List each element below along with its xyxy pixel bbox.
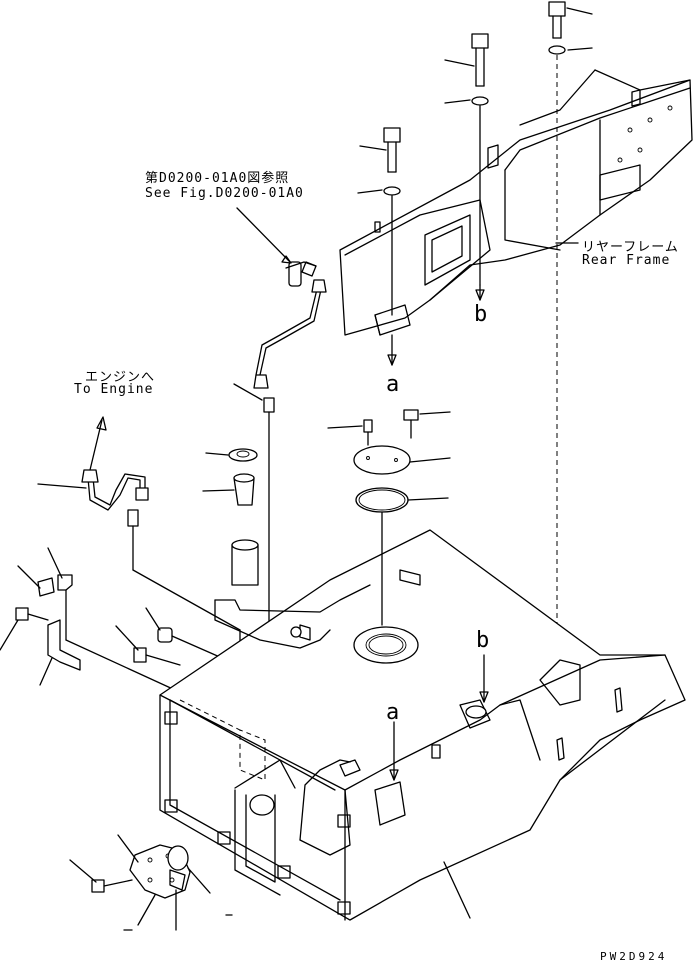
ref-label-b-bottom: b	[476, 628, 490, 653]
frame-bolt-right	[548, 1, 593, 665]
to-engine-label-jp: エンジンへ	[85, 370, 156, 385]
engine-hose	[37, 416, 149, 511]
ref-label-a-bottom: a	[386, 700, 400, 725]
fuel-tank	[159, 529, 686, 921]
drawing-code: PW2D924	[600, 950, 668, 963]
ref-arrow-b-lower	[479, 654, 489, 703]
rear-frame-label-en: Rear Frame	[582, 253, 671, 268]
see-fig-label-en: See Fig.D0200-01A0	[145, 186, 304, 201]
to-engine-label-en: To Engine	[74, 382, 154, 397]
ref-arrow-a-lower	[389, 721, 399, 781]
filler-cap	[205, 448, 258, 462]
ref-label-b-top: b	[474, 302, 488, 327]
bracket-parts	[0, 547, 176, 691]
inspection-cover	[327, 409, 451, 664]
frame-bolt-middle	[444, 33, 489, 301]
ref-label-a-top: a	[386, 372, 400, 397]
frame-bolt-left	[357, 127, 401, 366]
rear-frame-label-jp: リヤーフレーム	[582, 240, 679, 255]
filler-neck	[231, 539, 259, 586]
drain-cover	[69, 834, 233, 931]
see-fig-label-jp: 第D0200-01A0図参照	[145, 171, 290, 186]
rear-frame	[339, 69, 693, 336]
strainer	[202, 473, 255, 506]
hydraulic-hose-upper	[236, 207, 327, 389]
